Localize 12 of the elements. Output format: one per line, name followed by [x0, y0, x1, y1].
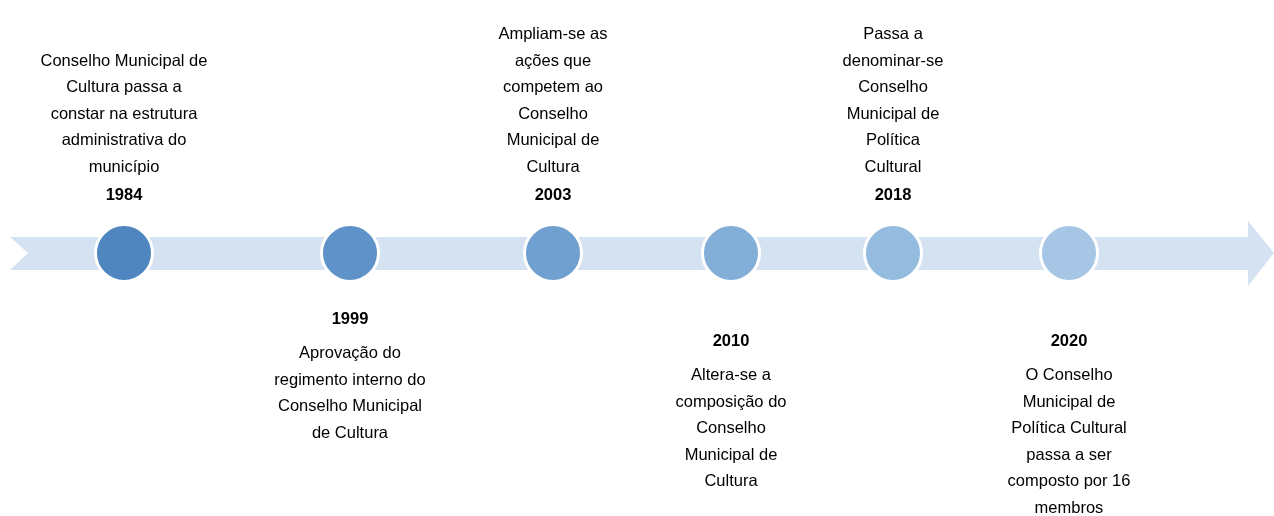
- event-description: Ampliam-se as ações que competem ao Conselho Municipal de Cultura: [497, 23, 609, 177]
- event-description: Conselho Municipal de Cultura passa a constar na estrutura administrativa do município: [40, 49, 208, 177]
- year-label: 2003: [533, 184, 573, 205]
- year-label: 1984: [104, 184, 144, 205]
- event-description: Passa a denominar-se Conselho Municipal de Política Cultural: [841, 23, 945, 177]
- year-label: 2010: [711, 330, 751, 351]
- year-label: 2018: [873, 184, 913, 205]
- event-description: Altera-se a composição do Conselho Municipal de Cultura: [674, 364, 788, 491]
- event-description: Aprovação do regimento interno do Conselho Municipal de Cultura: [273, 342, 427, 443]
- year-label: 1999: [330, 308, 370, 329]
- event-description: O Conselho Municipal de Política Cultural passa a ser composto por 16 membros: [1006, 364, 1132, 516]
- year-label: 2020: [1049, 330, 1089, 351]
